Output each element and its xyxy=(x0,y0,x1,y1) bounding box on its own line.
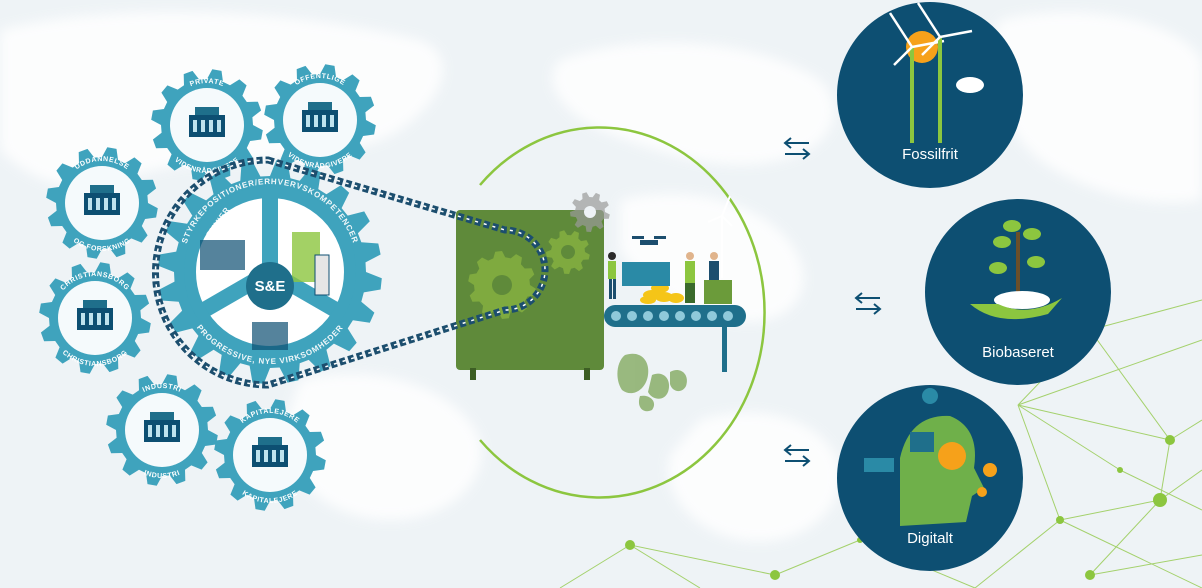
outcome-biobaseret: Biobaseret xyxy=(925,199,1111,385)
outcome-label: Digitalt xyxy=(907,530,954,547)
office-building-icon xyxy=(302,102,338,132)
wind-turbine-small-icon xyxy=(707,195,733,278)
outcome-label: Fossilfrit xyxy=(902,146,959,163)
exchange-arrows-icon xyxy=(854,292,882,315)
small-gear-top-label: PRIVATE xyxy=(189,78,225,88)
wind-turbine-icon xyxy=(888,2,984,143)
plant-in-hand-icon xyxy=(970,220,1062,320)
conveyor-roller xyxy=(691,311,701,321)
container-icon xyxy=(622,262,670,286)
denmark-map-icon xyxy=(617,353,687,412)
safe-icon xyxy=(252,437,288,467)
processing-machine xyxy=(456,192,746,380)
conveyor-roller xyxy=(723,311,733,321)
hub-circle xyxy=(246,262,294,310)
university-icon xyxy=(84,185,120,215)
exchange-arrows-icon xyxy=(783,444,811,467)
network-lines xyxy=(559,299,1202,588)
skyscraper-icon xyxy=(189,107,225,137)
coins-icon xyxy=(640,283,684,304)
conveyor-roller xyxy=(627,311,637,321)
machine-leg-right xyxy=(584,368,590,380)
small-gear-top-label: INDUSTRI xyxy=(142,383,183,394)
conveyor-rollers xyxy=(611,311,733,321)
machine-leg-left xyxy=(470,368,476,380)
outcome-digitalt: Digitalt xyxy=(837,385,1023,571)
small-gear-bottom-label: INDUSTRI xyxy=(143,470,181,480)
person-icon xyxy=(608,252,616,299)
conveyor-roller xyxy=(611,311,621,321)
chain-belt-highlight xyxy=(154,159,546,386)
exchange-arrows-icon xyxy=(783,137,811,160)
factory-icon xyxy=(144,412,180,442)
cycle-arc xyxy=(479,126,766,499)
small-gears-group: PRIVATEVIDENRÅDGIVEREOFFENTLIGEVIDENRÅDG… xyxy=(39,64,376,511)
conveyor-roller xyxy=(659,311,669,321)
hub-label: S&E xyxy=(255,278,286,295)
parliament-icon xyxy=(77,300,113,330)
big-gear: S&ESTYRKEPOSITIONER/ERHVERVSKOMPETENCERP… xyxy=(158,160,382,384)
conveyor-roller xyxy=(707,311,717,321)
exchange-arrows-group xyxy=(783,137,882,467)
conveyor-roller xyxy=(675,311,685,321)
crate-icon xyxy=(704,280,732,304)
drone-icon xyxy=(632,236,666,245)
digital-head-icon xyxy=(864,388,997,526)
conveyor-leg xyxy=(722,327,727,372)
workspace-scenes xyxy=(200,232,330,350)
outcome-fossilfrit: Fossilfrit xyxy=(837,2,1023,188)
small-gear-5: INDUSTRI INDUSTRI xyxy=(106,374,218,486)
outcome-label: Biobaseret xyxy=(982,344,1055,361)
conveyor-roller xyxy=(643,311,653,321)
